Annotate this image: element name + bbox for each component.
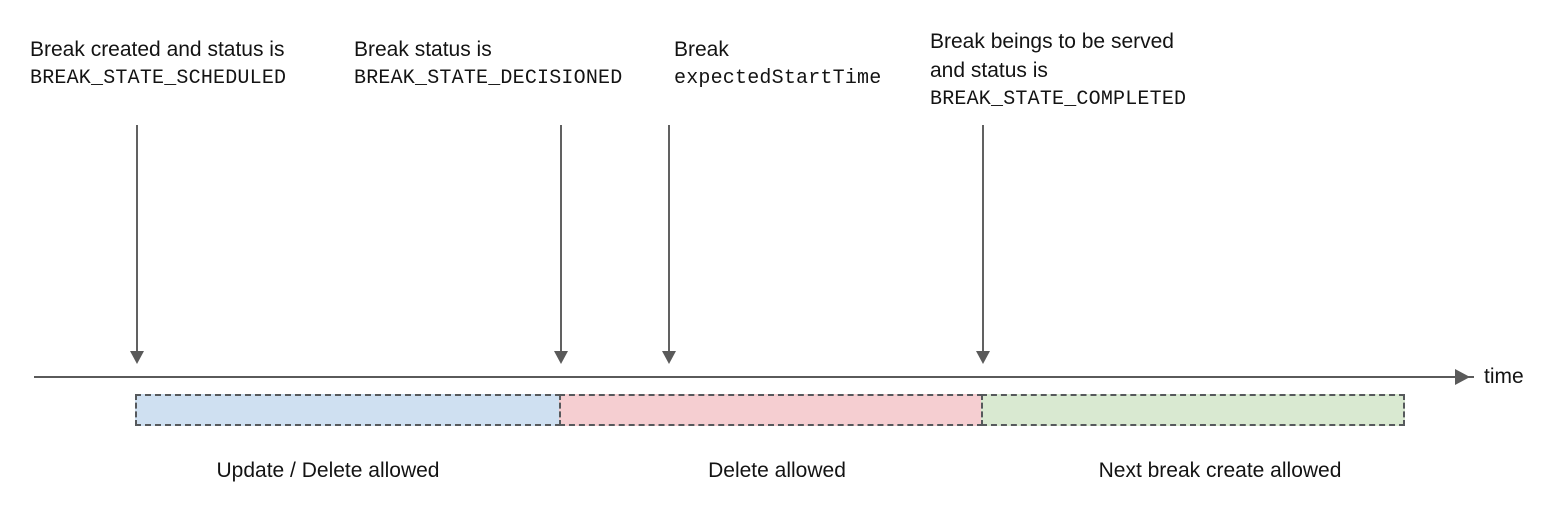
arrow-down-icon-completed: [976, 351, 990, 364]
caption-update-delete: Update / Delete allowed: [216, 459, 440, 482]
arrow-down-icon-decisioned: [554, 351, 568, 364]
annotation-line: Break created and status is: [30, 38, 285, 61]
pointer-line-expected-start-time: [668, 125, 670, 353]
annotation-line: Break: [674, 38, 729, 61]
arrow-right-icon: [1455, 369, 1470, 385]
annotation-code-line: BREAK_STATE_DECISIONED: [354, 67, 623, 90]
time-axis-line: [34, 376, 1474, 378]
phase-bar: [135, 394, 1405, 426]
pointer-line-decisioned: [560, 125, 562, 353]
annotation-scheduled: Break created and status is BREAK_STATE_…: [30, 35, 286, 93]
pointer-line-completed: [982, 125, 984, 353]
annotation-code-line: expectedStartTime: [674, 67, 882, 90]
annotation-line: Break beings to be served: [930, 30, 1174, 53]
pointer-line-scheduled: [136, 125, 138, 353]
caption-delete-only: Delete allowed: [708, 459, 846, 482]
annotation-line: Break status is: [354, 38, 492, 61]
arrow-down-icon-expected-start-time: [662, 351, 676, 364]
annotation-completed: Break beings to be served and status is …: [930, 27, 1186, 114]
annotation-expected-start-time: Break expectedStartTime: [674, 35, 881, 93]
segment-delete-only: [559, 394, 983, 426]
arrow-down-icon-scheduled: [130, 351, 144, 364]
annotation-code-line: BREAK_STATE_SCHEDULED: [30, 67, 287, 90]
segment-next-break-create: [981, 394, 1405, 426]
annotation-line: and status is: [930, 59, 1048, 82]
time-axis-label: time: [1484, 365, 1524, 388]
annotation-code-line: BREAK_STATE_COMPLETED: [930, 88, 1187, 111]
segment-update-delete: [135, 394, 561, 426]
annotation-decisioned: Break status is BREAK_STATE_DECISIONED: [354, 35, 622, 93]
caption-next-break-create: Next break create allowed: [1098, 459, 1342, 482]
